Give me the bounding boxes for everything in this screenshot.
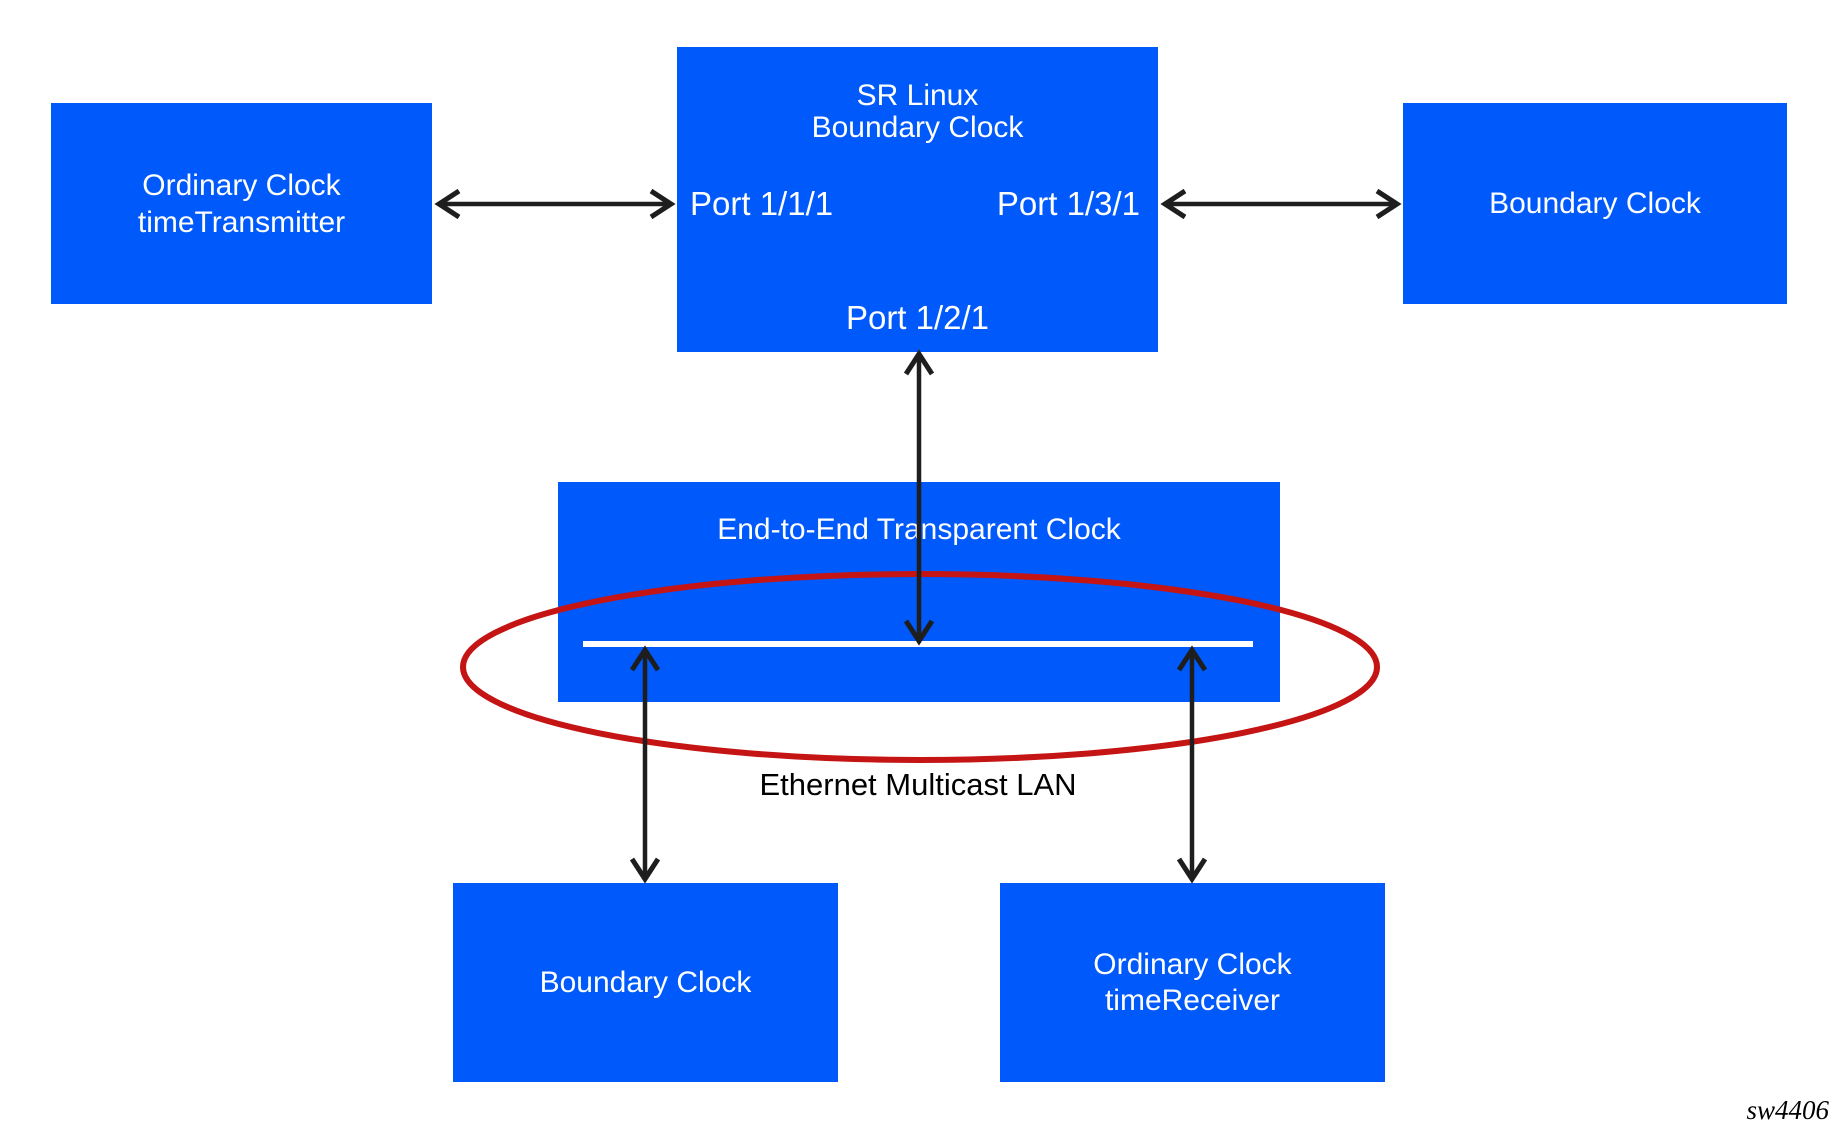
node-label: Boundary Clock (1489, 187, 1701, 220)
port-1-2-1-label: Port 1/2/1 (845, 299, 990, 336)
node-label-line1: Ordinary Clock (1093, 947, 1292, 981)
node-ordinary-clock-timereceiver: Ordinary Clock timeReceiver (1000, 883, 1385, 1082)
node-ordinary-clock-timetransmitter: Ordinary Clock timeTransmitter (51, 103, 432, 304)
node-label: Boundary Clock (539, 966, 752, 999)
node-sr-linux-boundary-clock: SR Linux Boundary Clock Port 1/1/1 Port … (677, 47, 1158, 352)
node-label: End-to-End Transparent Clock (717, 513, 1121, 546)
node-label-line1: Ordinary Clock (142, 168, 341, 202)
node-title: SR Linux Boundary Clock (677, 80, 1158, 144)
ethernet-multicast-lan-label: Ethernet Multicast LAN (759, 767, 1077, 802)
port-1-1-1-label: Port 1/1/1 (690, 185, 834, 222)
arrow-head-down (629, 857, 661, 884)
arrow-transmitter-to-port111 (434, 188, 676, 220)
arrow-head-right (649, 188, 676, 220)
node-end-to-end-transparent-clock: End-to-End Transparent Clock (558, 482, 1280, 702)
node-label-line2: timeTransmitter (137, 205, 346, 239)
node-title-line2: Boundary Clock (811, 111, 1024, 144)
arrow-head-right (1375, 188, 1402, 220)
port-1-3-1-label: Port 1/3/1 (996, 185, 1140, 222)
node-label-line2: timeReceiver (1104, 983, 1281, 1017)
figure-id-label: sw4406 (1746, 1095, 1829, 1125)
arrow-head-up (903, 349, 935, 376)
arrow-head-left (1160, 188, 1187, 220)
arrow-head-left (434, 188, 461, 220)
arrow-port131-to-boundary (1160, 188, 1402, 220)
node-boundary-clock-right: Boundary Clock (1403, 103, 1787, 304)
node-title-line1: SR Linux (856, 79, 979, 112)
arrow-head-down (1176, 857, 1208, 884)
node-boundary-clock-bottom: Boundary Clock (453, 883, 838, 1082)
